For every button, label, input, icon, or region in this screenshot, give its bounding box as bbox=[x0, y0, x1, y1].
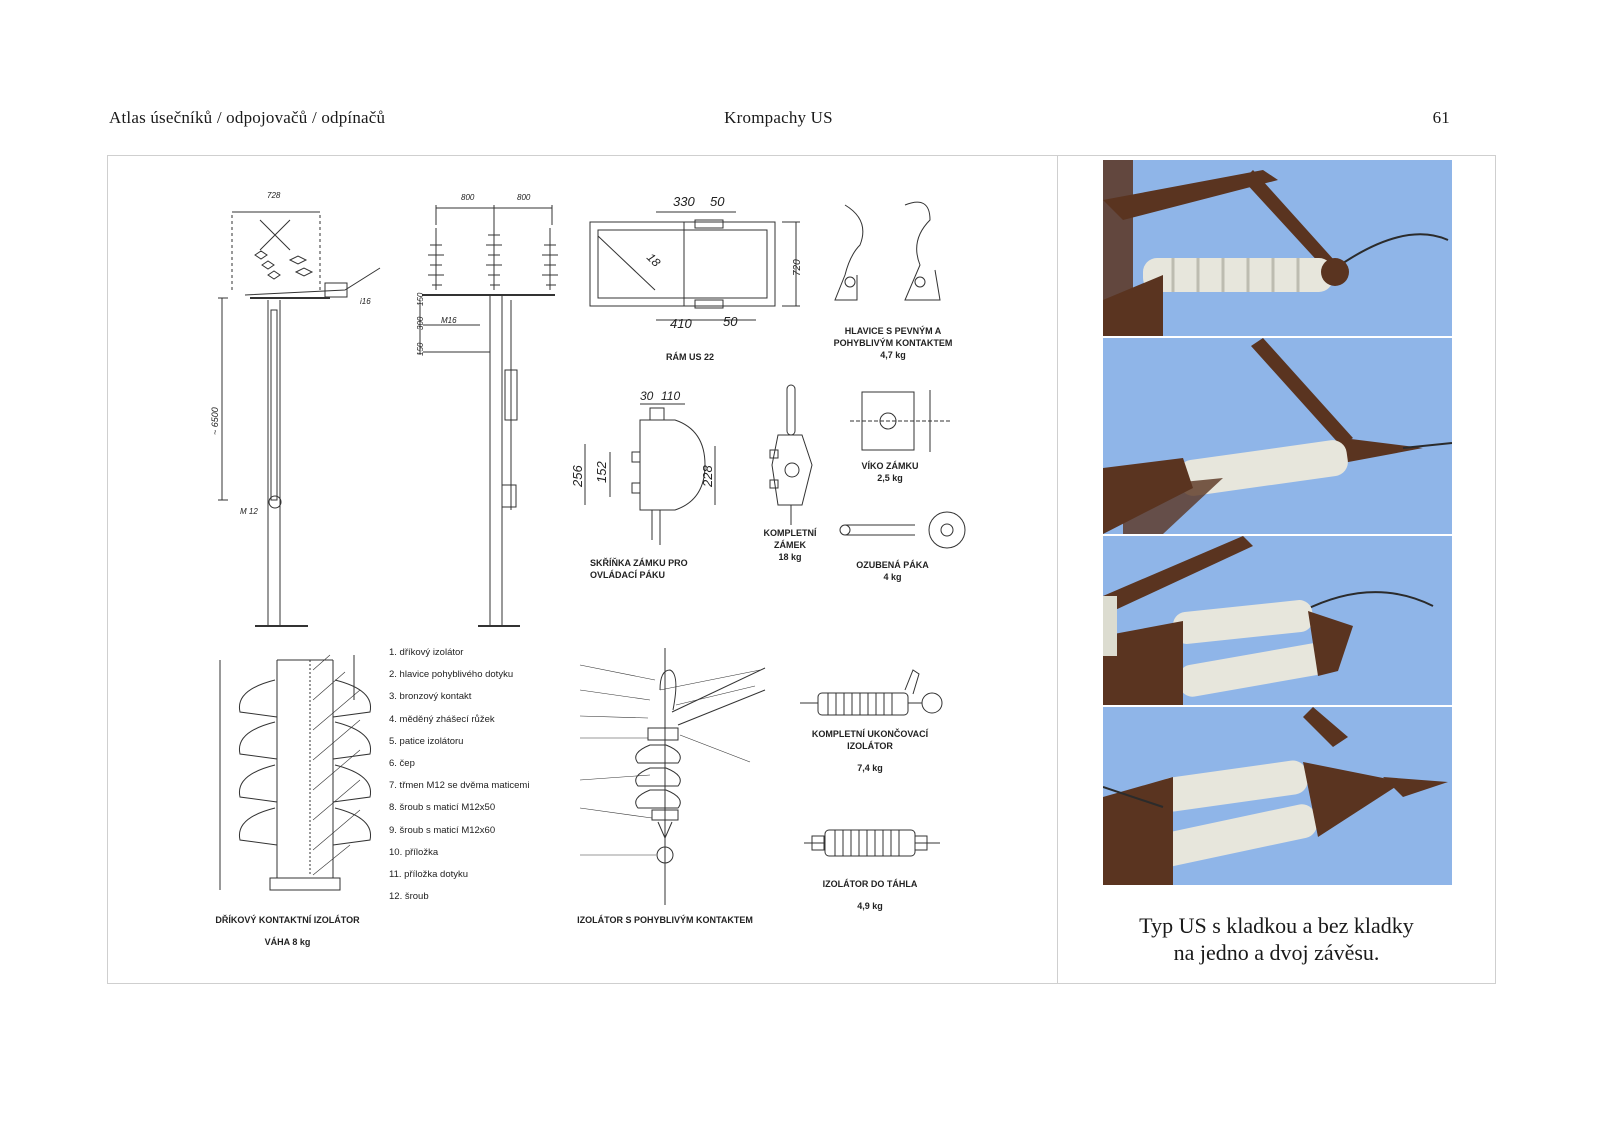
label-skrinka: SKŘÍŇKA ZÁMKU PRO OVLÁDACÍ PÁKU bbox=[590, 557, 715, 581]
legend-item: 11. příložka dotyku bbox=[389, 868, 469, 880]
photo-1-single-insulator bbox=[1103, 160, 1452, 336]
terminal-insulator bbox=[800, 669, 943, 716]
dim-m12: M 12 bbox=[240, 507, 258, 516]
dim-228: 228 bbox=[700, 465, 715, 488]
label-paka-line1: OZUBENÁ PÁKA bbox=[856, 560, 929, 570]
label-ram-us22: RÁM US 22 bbox=[665, 352, 714, 362]
dim-800a: 800 bbox=[461, 193, 475, 202]
label-hlavice-weight: 4,7 kg bbox=[880, 350, 906, 360]
dim-6500: ~ 6500 bbox=[210, 407, 220, 435]
dim-m16: M16 bbox=[441, 316, 457, 325]
legend-item: 7. třmen M12 se dvěma maticemi bbox=[389, 780, 530, 792]
legend-item: 1. dříkový izolátor bbox=[389, 647, 464, 658]
photo-caption: Typ US s kladkou a bez kladky na jedno a… bbox=[1058, 912, 1495, 966]
dim-256: 256 bbox=[570, 465, 585, 488]
frame-divider bbox=[1057, 155, 1058, 984]
label-viko-zamku: VÍKO ZÁMKU 2,5 kg bbox=[850, 460, 930, 484]
dim-50a: 50 bbox=[710, 194, 725, 209]
label-kompletni-zamek: KOMPLETNÍ ZÁMEK 18 kg bbox=[750, 527, 830, 563]
caption-line2: na jedno a dvoj závěsu. bbox=[1173, 940, 1380, 965]
dim-300: 300 bbox=[416, 316, 425, 330]
legend-item: 4. měděný zhášecí růžek bbox=[389, 713, 495, 725]
contact-heads bbox=[834, 201, 941, 301]
label-viko-weight: 2,5 kg bbox=[877, 473, 903, 483]
label-ukoncovaci-line1: KOMPLETNÍ UKONČOVACÍ bbox=[811, 729, 929, 739]
shank-insulator-section bbox=[219, 654, 372, 891]
legend-item: 8. šroub s maticí M12x50 bbox=[389, 802, 496, 814]
legend-item: 5. patice izolátoru bbox=[389, 735, 464, 747]
header-atlas-title: Atlas úsečníků / odpojovačů / odpínačů bbox=[109, 108, 386, 127]
photo-4-double-insulator bbox=[1103, 707, 1452, 885]
moving-contact-insulator bbox=[579, 648, 766, 905]
label-drikovy-izolator: DŘÍKOVÝ KONTAKTNÍ IZOLÁTOR VÁHA 8 kg bbox=[200, 914, 375, 948]
pole-side-view bbox=[218, 211, 381, 627]
dim-152: 152 bbox=[594, 461, 609, 483]
dim-18: 18 bbox=[644, 250, 664, 270]
label-paka-weight: 4 kg bbox=[883, 572, 902, 582]
label-hlavice-line1: HLAVICE S PEVNÝM A bbox=[844, 326, 942, 336]
parts-legend: 1. dříkový izolátor 2. hlavice pohyblivé… bbox=[389, 646, 529, 912]
pole-front-view bbox=[419, 205, 558, 627]
lock-box bbox=[584, 403, 716, 545]
page-number: 61 bbox=[1432, 108, 1450, 127]
dim-50b: 50 bbox=[723, 314, 738, 329]
draw-rod-insulator bbox=[804, 829, 940, 857]
caption-line1: Typ US s kladkou a bez kladky bbox=[1139, 913, 1414, 938]
legend-item: 9. šroub s maticí M12x60 bbox=[389, 824, 496, 836]
label-ukoncovaci-izolator: KOMPLETNÍ UKONČOVACÍ IZOLÁTOR 7,4 kg bbox=[800, 728, 940, 774]
legend-item: 12. šroub bbox=[389, 891, 429, 903]
label-drikovy-line1: DŘÍKOVÝ KONTAKTNÍ IZOLÁTOR bbox=[215, 915, 360, 925]
label-tahla-weight: 4,9 kg bbox=[857, 901, 883, 911]
label-zamek-weight: 18 kg bbox=[778, 552, 802, 562]
complete-lock bbox=[769, 384, 813, 525]
label-viko-line1: VÍKO ZÁMKU bbox=[861, 461, 919, 471]
label-izolator-tahla: IZOLÁTOR DO TÁHLA 4,9 kg bbox=[810, 878, 930, 912]
dim-330: 330 bbox=[673, 194, 695, 209]
dim-720: 720 bbox=[792, 259, 803, 276]
lock-cover bbox=[850, 390, 950, 452]
label-hlavice-line2: POHYBLIVÝM KONTAKTEM bbox=[833, 338, 953, 348]
content-frame bbox=[107, 155, 1496, 984]
legend-item: 3. bronzový kontakt bbox=[389, 691, 472, 703]
header-section-title: Krompachy US bbox=[724, 108, 833, 127]
legend-item: 10. příložka bbox=[389, 846, 439, 858]
label-ukoncovaci-line2: IZOLÁTOR bbox=[847, 741, 893, 751]
label-ozubena-paka: OZUBENÁ PÁKA 4 kg bbox=[850, 559, 935, 583]
dim-150a: 150 bbox=[416, 292, 425, 306]
dim-800b: 800 bbox=[517, 193, 531, 202]
dim-150b: 150 bbox=[416, 342, 425, 356]
photo-3-double-insulator bbox=[1103, 536, 1452, 705]
gear-lever bbox=[839, 511, 966, 549]
legend-item: 6. čep bbox=[389, 757, 415, 769]
label-tahla-line1: IZOLÁTOR DO TÁHLA bbox=[822, 879, 918, 889]
frame-us22 bbox=[589, 211, 800, 321]
label-izolator-pohyblivy: IZOLÁTOR S POHYBLIVÝM KONTAKTEM bbox=[577, 915, 753, 925]
dim-728: 728 bbox=[267, 191, 281, 200]
label-zamek-line1: KOMPLETNÍ bbox=[763, 528, 817, 538]
legend-item: 2. hlavice pohyblivého dotyku bbox=[389, 669, 514, 681]
dim-110: 110 bbox=[661, 389, 680, 403]
dim-410: 410 bbox=[670, 316, 692, 331]
photo-2-single-insulator bbox=[1103, 338, 1452, 534]
dim-i16: i16 bbox=[360, 297, 371, 306]
label-skrinka-line1: SKŘÍŇKA ZÁMKU PRO bbox=[590, 558, 688, 568]
label-zamek-line2: ZÁMEK bbox=[774, 540, 806, 550]
label-ukoncovaci-weight: 7,4 kg bbox=[857, 763, 883, 773]
label-drikovy-weight: VÁHA 8 kg bbox=[264, 937, 311, 947]
technical-drawings: 728 800 800 150 300 150 ~ 6500 M 12 M16 … bbox=[210, 191, 966, 905]
label-hlavice: HLAVICE S PEVNÝM A POHYBLIVÝM KONTAKTEM … bbox=[808, 325, 978, 361]
dim-30: 30 bbox=[640, 389, 654, 403]
label-skrinka-line2: OVLÁDACÍ PÁKU bbox=[590, 570, 666, 580]
